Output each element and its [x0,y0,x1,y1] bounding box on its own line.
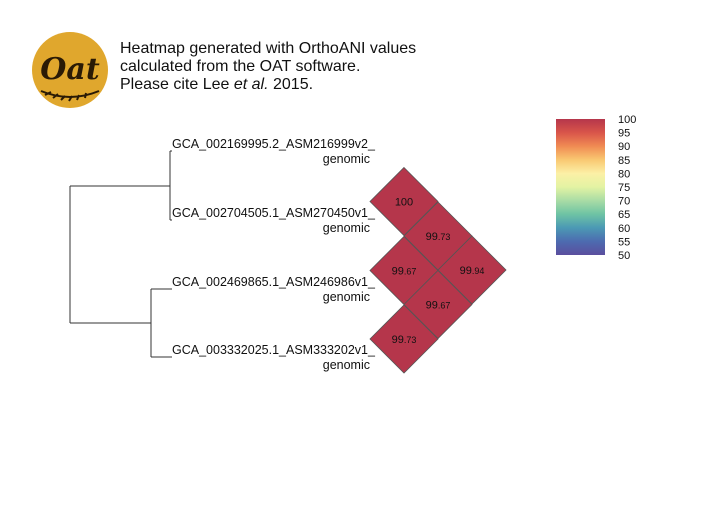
leaf-label: GCA_002169995.2_ASM216999v2_genomic [172,137,375,167]
caption-line-2: calculated from the OAT software. [120,58,361,75]
heatmap-cell [369,166,439,237]
caption-line-1: Heatmap generated with OrthoANI values [120,40,417,57]
cell-value: 99.67 [426,300,451,312]
leaf-label: GCA_002704505.1_ASM270450v1_genomic [172,206,375,236]
leaf-label: GCA_002469865.1_ASM246986v1_genomic [172,275,375,305]
leaf-label-line2: genomic [322,221,370,235]
colorbar-tick-label: 100 [618,114,636,126]
colorbar-tick-label: 95 [618,128,630,140]
heatmap-cell [369,235,439,306]
leaf-label-line1: GCA_002704505.1_ASM270450v1_ [172,206,375,220]
cell-value: 100 [395,197,413,209]
leaf-label: GCA_003332025.1_ASM333202v1_genomic [172,343,375,373]
colorbar [556,119,605,255]
colorbar-tick-label: 65 [618,209,630,221]
leaf-label-line1: GCA_003332025.1_ASM333202v1_ [172,343,375,357]
heatmap-cell [369,304,439,374]
oat-logo: Oat [32,32,108,108]
colorbar-tick-label: 55 [618,236,630,248]
colorbar-tick-label: 60 [618,223,630,235]
cell-value: 99.73 [392,334,417,346]
colorbar-tick-label: 70 [618,196,630,208]
colorbar-tick-label: 80 [618,168,630,180]
colorbar-tick-label: 90 [618,141,630,153]
caption-line-3: Please cite Lee et al. 2015. [120,76,314,93]
figure-caption: Heatmap generated with OrthoANI values c… [120,40,416,94]
cell-value: 99.94 [460,265,485,277]
cell-value: 99.73 [426,231,451,243]
logo-text: Oat [40,52,100,87]
heatmap-cell [403,269,473,340]
heatmap-cell [437,235,507,305]
leaf-label-line1: GCA_002469865.1_ASM246986v1_ [172,275,375,289]
et-al: et al. [233,76,269,93]
heatmap-cell [403,201,473,271]
colorbar-tick-label: 75 [618,182,630,194]
cell-value: 99.67 [392,266,417,278]
colorbar-tick-label: 85 [618,155,630,167]
leaf-label-line1: GCA_002169995.2_ASM216999v2_ [172,137,375,151]
leaf-label-line2: genomic [322,290,370,304]
leaf-label-line2: genomic [322,152,370,166]
leaf-label-line2: genomic [322,358,370,372]
colorbar-tick-label: 50 [618,250,630,262]
